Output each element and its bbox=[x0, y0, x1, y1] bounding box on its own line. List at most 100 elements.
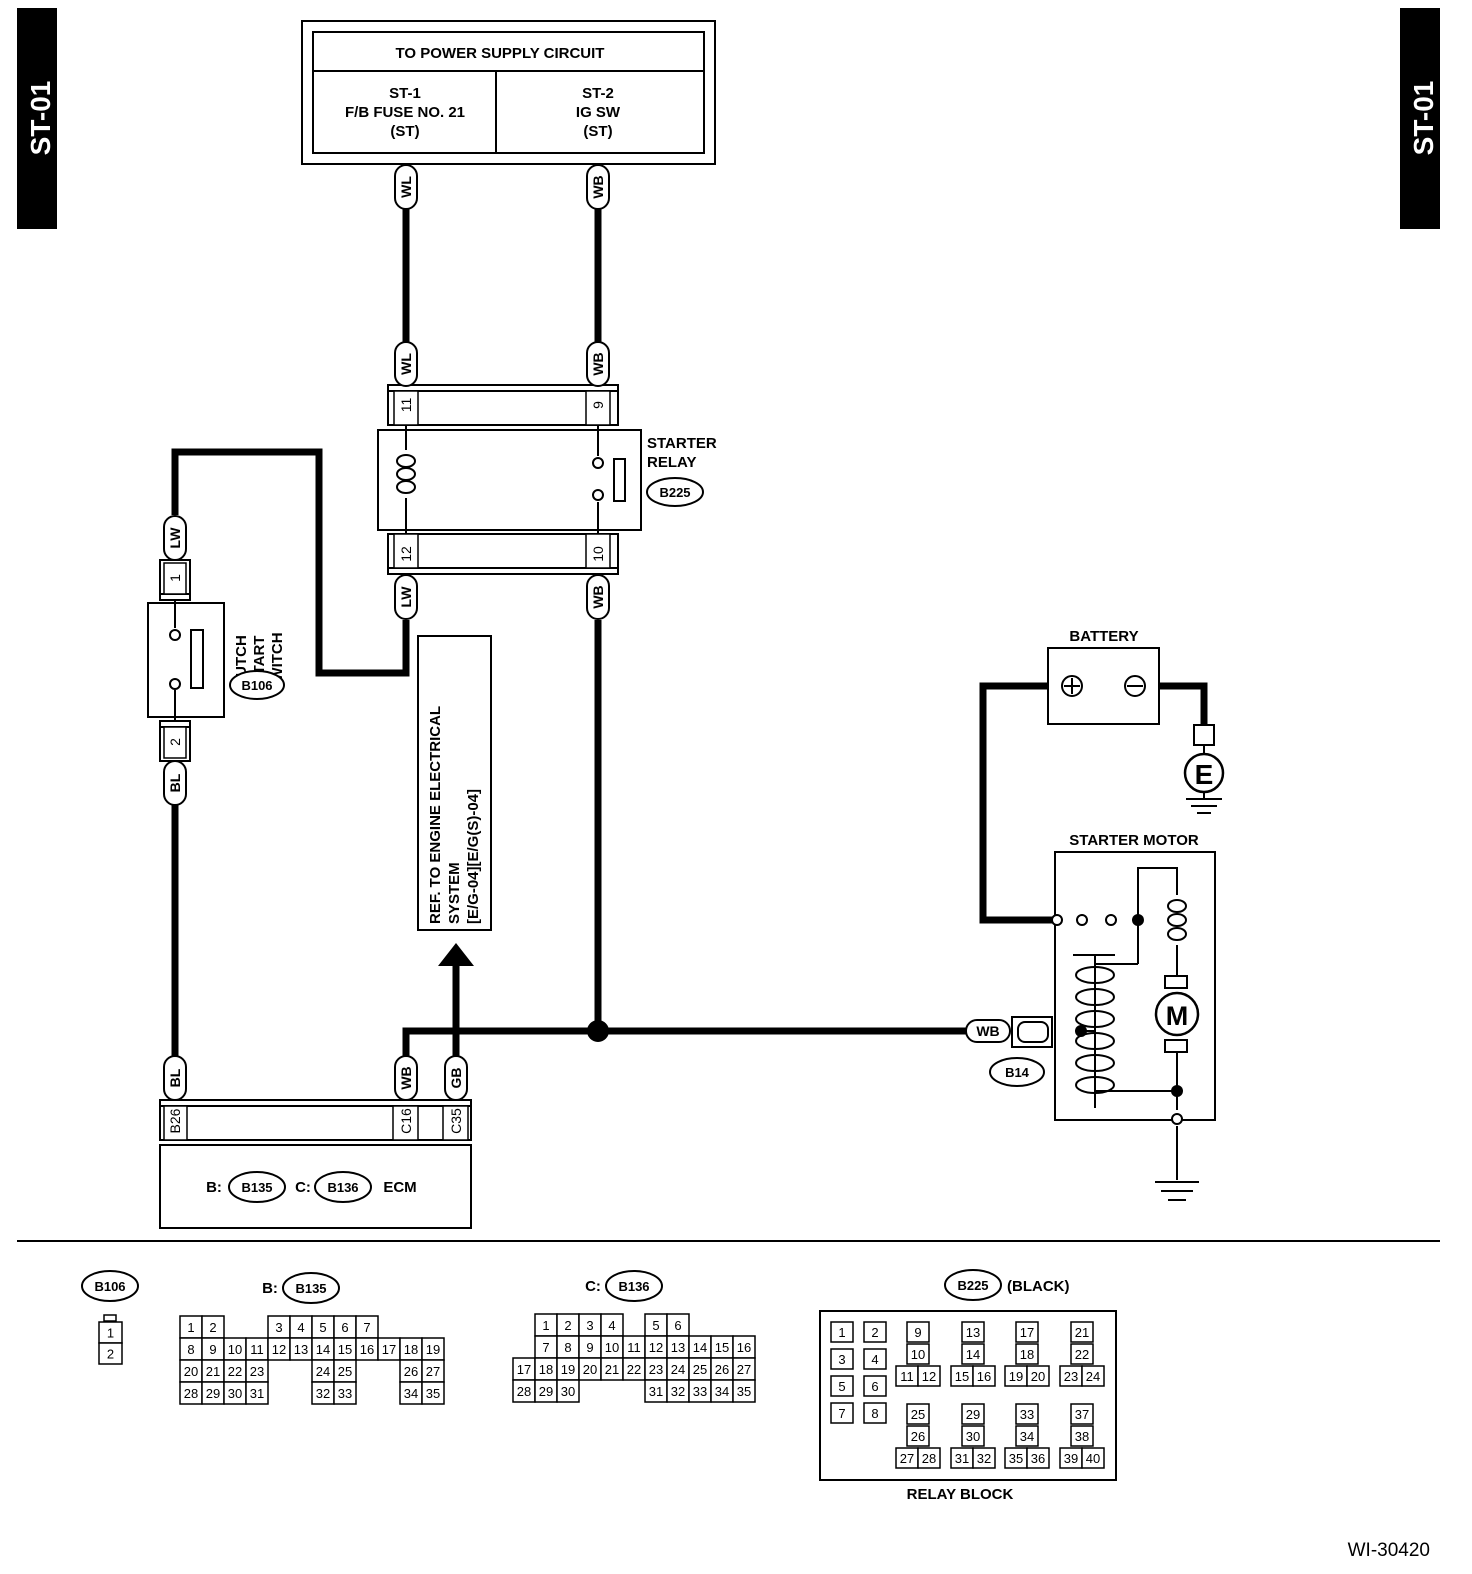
b106-pin-2-label: 2 bbox=[107, 1347, 114, 1362]
b135-pin-23-label: 23 bbox=[250, 1364, 264, 1379]
b135-pin-5-label: 5 bbox=[319, 1320, 326, 1335]
pin-clutch-2: 2 bbox=[167, 738, 183, 746]
b225-pin-30: 30 bbox=[961, 1425, 985, 1447]
b225-pin-34: 34 bbox=[1015, 1425, 1039, 1447]
ref-line-1: REF. TO ENGINE ELECTRICAL bbox=[427, 706, 444, 924]
wire-tag-wb: WB bbox=[586, 341, 610, 387]
b136-view-prefix: C: bbox=[585, 1278, 601, 1295]
pin-relay-11: 11 bbox=[398, 398, 414, 413]
b136-pin-18: 18 bbox=[534, 1357, 558, 1381]
b135-pin-10-label: 10 bbox=[228, 1342, 242, 1357]
pin-clutch-1: 1 bbox=[167, 574, 183, 582]
b225-pin-26: 26 bbox=[906, 1425, 930, 1447]
power-supply-box: TO POWER SUPPLY CIRCUIT ST-1 F/B FUSE NO… bbox=[301, 20, 716, 165]
b136-pin-34-label: 34 bbox=[715, 1384, 729, 1399]
b136-pin-13-label: 13 bbox=[671, 1340, 685, 1355]
b136-pin-25: 25 bbox=[688, 1357, 712, 1381]
b136-pin-14-label: 14 bbox=[693, 1340, 707, 1355]
b136-pin-26: 26 bbox=[710, 1357, 734, 1381]
figure-id: WI-30420 bbox=[1348, 1540, 1430, 1561]
b225-pin-10-label: 10 bbox=[911, 1347, 925, 1362]
wire-tag-text: LW bbox=[398, 586, 414, 608]
b136-pin-12-label: 12 bbox=[649, 1340, 663, 1355]
b225-pin-27: 27 bbox=[895, 1447, 919, 1469]
b136-pin-4: 4 bbox=[600, 1313, 624, 1337]
b135-pin-23: 23 bbox=[245, 1359, 269, 1383]
b225-pin-33: 33 bbox=[1015, 1403, 1039, 1425]
b135-pin-6: 6 bbox=[333, 1315, 357, 1339]
b135-pin-6-label: 6 bbox=[341, 1320, 348, 1335]
b135-pin-28-label: 28 bbox=[184, 1386, 198, 1401]
b136-pin-10-label: 10 bbox=[605, 1340, 619, 1355]
wire-tag-text: WB bbox=[590, 585, 606, 608]
b135-pin-20: 20 bbox=[179, 1359, 203, 1383]
b136-pin-26-label: 26 bbox=[715, 1362, 729, 1377]
b225-pin-26-label: 26 bbox=[911, 1429, 925, 1444]
b225-pin-17-label: 17 bbox=[1020, 1325, 1034, 1340]
clutch-connector: B106 bbox=[241, 678, 272, 693]
b225-pin-10: 10 bbox=[906, 1343, 930, 1365]
ref-line-2: SYSTEM bbox=[446, 862, 463, 924]
b136-pin-18-label: 18 bbox=[539, 1362, 553, 1377]
b135-pin-13: 13 bbox=[289, 1337, 313, 1361]
b225-pin-15-label: 15 bbox=[955, 1369, 969, 1384]
b136-view-label: B136 bbox=[618, 1279, 649, 1294]
b136-pin-28-label: 28 bbox=[517, 1384, 531, 1399]
right-page-tab: ST-01 bbox=[1400, 8, 1440, 229]
b135-pin-17-label: 17 bbox=[382, 1342, 396, 1357]
ref-arrow bbox=[438, 943, 474, 966]
b135-pin-25: 25 bbox=[333, 1359, 357, 1383]
starter-motor-label: STARTER MOTOR bbox=[1069, 832, 1199, 849]
b225-pin-14-label: 14 bbox=[966, 1347, 980, 1362]
wire-tag-text: WL bbox=[398, 353, 414, 375]
right-tab-code: ST-01 bbox=[1408, 81, 1439, 156]
b225-pin-2-label: 2 bbox=[871, 1325, 878, 1340]
b135-pin-34: 34 bbox=[399, 1381, 423, 1405]
b136-pin-35: 35 bbox=[732, 1379, 756, 1403]
b14-connector-label: B14 bbox=[1005, 1065, 1030, 1080]
b136-pin-27-label: 27 bbox=[737, 1362, 751, 1377]
relay-block-caption: RELAY BLOCK bbox=[907, 1486, 1014, 1503]
b136-pin-1: 1 bbox=[534, 1313, 558, 1337]
b135-pin-11: 11 bbox=[245, 1337, 269, 1361]
st2-line3: (ST) bbox=[583, 123, 612, 140]
starter-relay-connector: B225 bbox=[659, 485, 690, 500]
b225-pin-29: 29 bbox=[961, 1403, 985, 1425]
b136-pin-33: 33 bbox=[688, 1379, 712, 1403]
b225-pin-9: 9 bbox=[906, 1321, 930, 1343]
wire-tag-text: LW bbox=[167, 527, 183, 549]
b136-pin-28: 28 bbox=[512, 1379, 536, 1403]
b135-pin-27: 27 bbox=[421, 1359, 445, 1383]
b225-pin-33-label: 33 bbox=[1020, 1407, 1034, 1422]
ecm-b-connector: B135 bbox=[241, 1180, 272, 1195]
b225-pin-4: 4 bbox=[863, 1348, 887, 1370]
b135-pin-26-label: 26 bbox=[404, 1364, 418, 1379]
b225-pin-28-label: 28 bbox=[922, 1451, 936, 1466]
b225-pin-29-label: 29 bbox=[966, 1407, 980, 1422]
b136-pin-5-label: 5 bbox=[652, 1318, 659, 1333]
b135-pin-18: 18 bbox=[399, 1337, 423, 1361]
b225-pin-37-label: 37 bbox=[1075, 1407, 1089, 1422]
b225-pin-13: 13 bbox=[961, 1321, 985, 1343]
wire-tag-wb: WB bbox=[586, 164, 610, 210]
ecm: B: B135 C: B136 ECM bbox=[159, 1099, 472, 1229]
b225-pin-34-label: 34 bbox=[1020, 1429, 1034, 1444]
st2-line2: IG SW bbox=[576, 104, 621, 121]
b106-cells: 12 bbox=[98, 1321, 123, 1365]
wire-tag-text: BL bbox=[167, 1068, 183, 1087]
b135-pin-15-label: 15 bbox=[338, 1342, 352, 1357]
b106-view-label: B106 bbox=[94, 1279, 125, 1294]
b135-pin-16: 16 bbox=[355, 1337, 379, 1361]
st1-line1: ST-1 bbox=[389, 85, 421, 102]
b225-pin-39: 39 bbox=[1059, 1447, 1083, 1469]
b225-pin-21: 21 bbox=[1070, 1321, 1094, 1343]
ref-line-3: [E/G-04][E/G(S)-04] bbox=[465, 789, 482, 924]
b136-pin-25-label: 25 bbox=[693, 1362, 707, 1377]
b136-pin-27: 27 bbox=[732, 1357, 756, 1381]
b225-pin-38-label: 38 bbox=[1075, 1429, 1089, 1444]
b136-pin-9-label: 9 bbox=[586, 1340, 593, 1355]
st1-line3: (ST) bbox=[390, 123, 419, 140]
b136-pin-5: 5 bbox=[644, 1313, 668, 1337]
